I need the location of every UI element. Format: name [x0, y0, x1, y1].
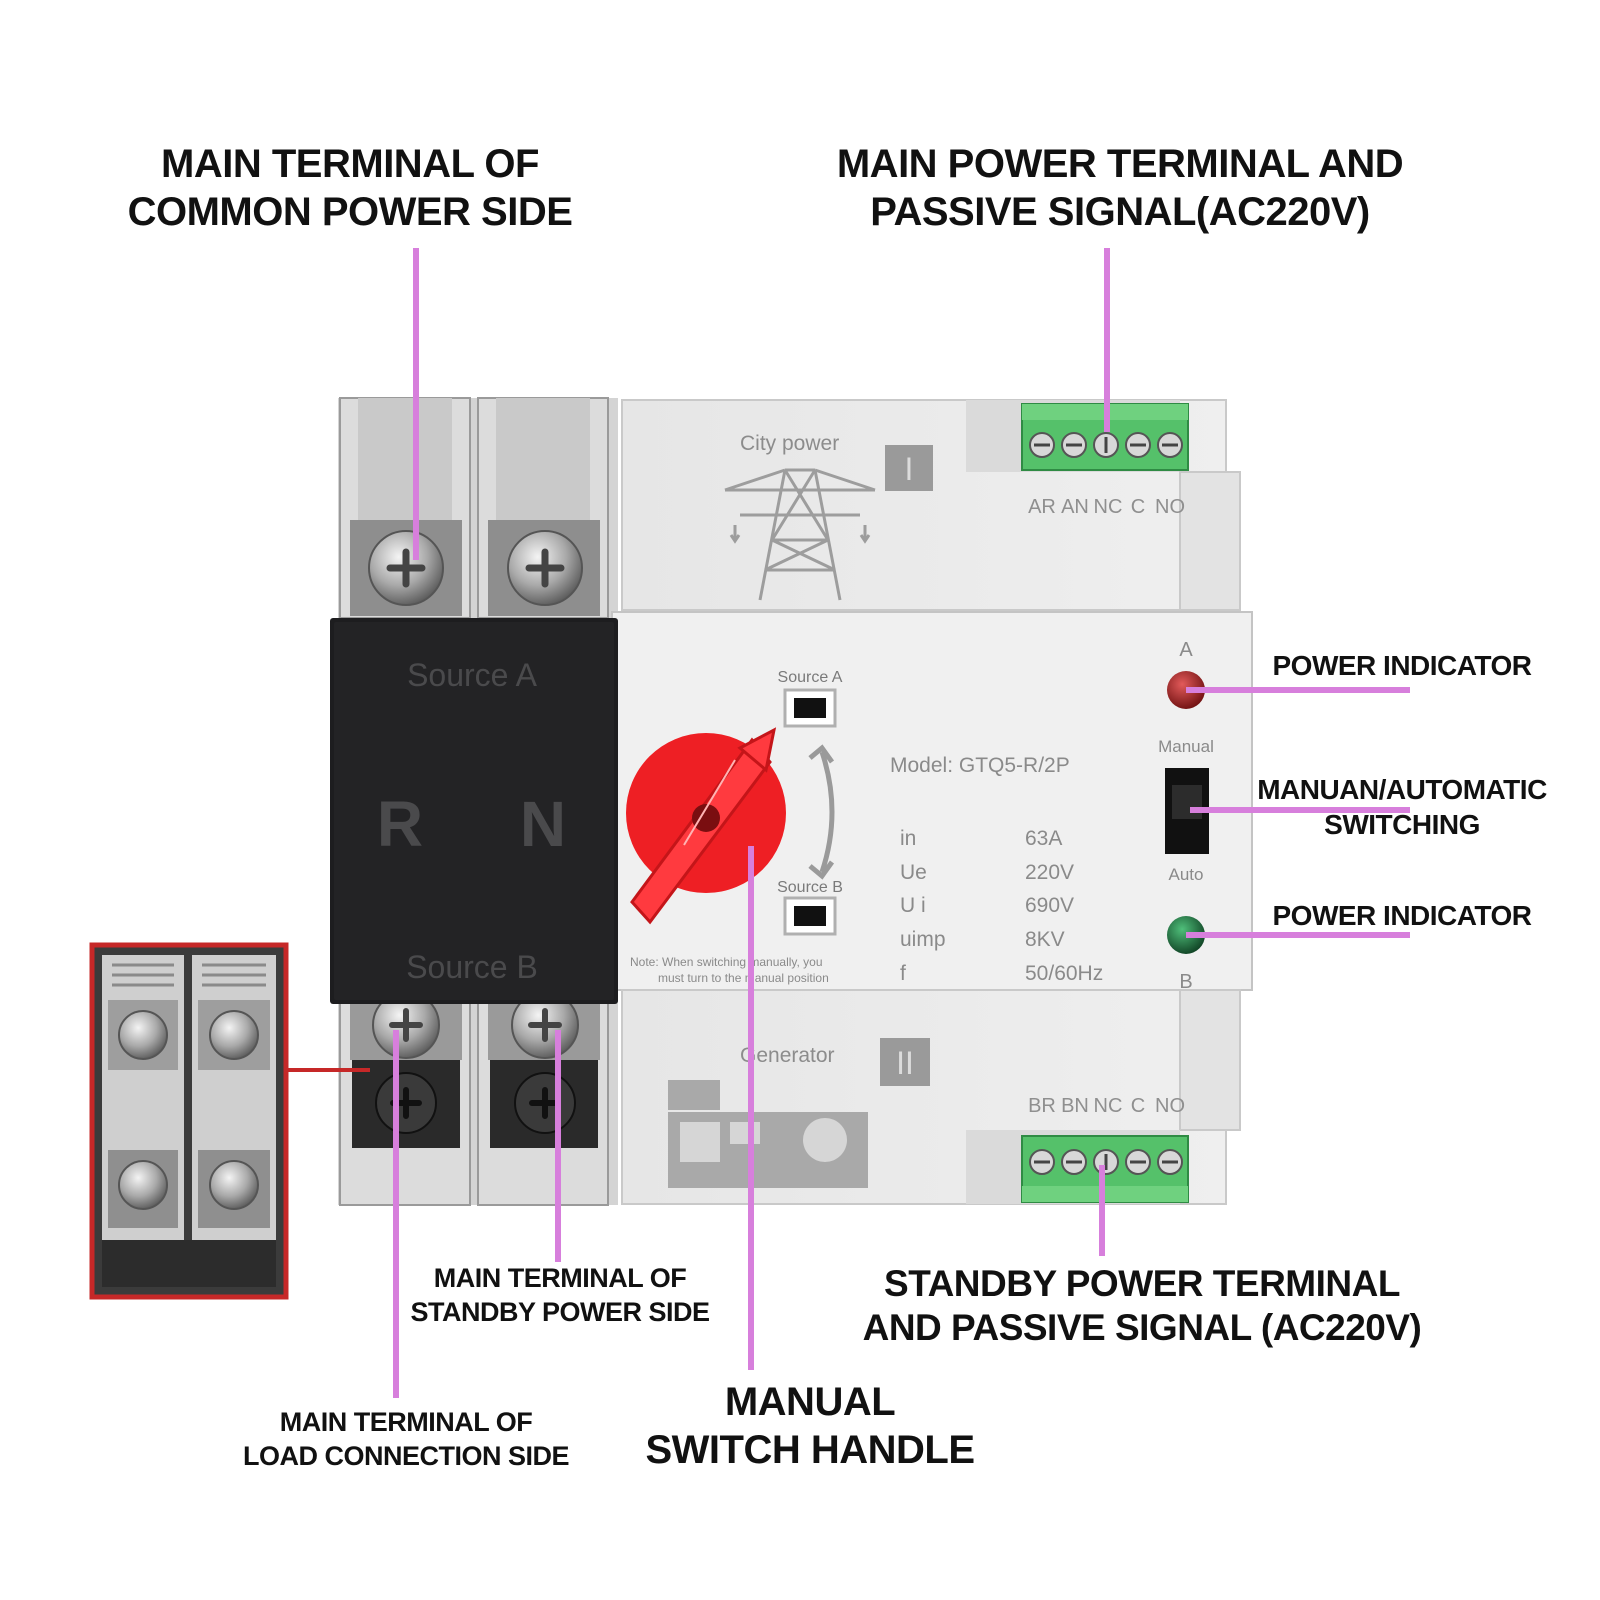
- window-source-b: [783, 896, 837, 936]
- spec-label-in: in: [900, 827, 916, 850]
- callout-main-power-line2: PASSIVE SIGNAL(AC220V): [870, 190, 1370, 234]
- leader-lines: [393, 248, 1410, 1398]
- bottom-terminal-br: BR: [1028, 1095, 1056, 1117]
- spec-value-ui: 690V: [1025, 894, 1074, 917]
- bottom-terminal-c: C: [1131, 1095, 1145, 1117]
- model-label: Model: GTQ5-R/2P: [890, 754, 1070, 777]
- spec-value-ue: 220V: [1025, 861, 1074, 884]
- callout-load-side-line1: MAIN TERMINAL OF: [279, 1407, 533, 1437]
- bottom-terminal-nc: NC: [1094, 1095, 1123, 1117]
- cover-source-b: Source B: [406, 949, 538, 985]
- top-right-screw: [507, 530, 583, 606]
- top-terminal-nc: NC: [1094, 496, 1123, 518]
- indicator-a-label: A: [1179, 639, 1193, 661]
- top-green-terminal: [1021, 403, 1189, 471]
- manual-switch-handle[interactable]: [626, 727, 786, 925]
- spec-label-f: f: [900, 962, 906, 985]
- top-terminal-no: NO: [1155, 496, 1185, 518]
- callout-power-indicator-a: POWER INDICATOR: [1262, 648, 1542, 683]
- callout-manual-switch-handle: MANUAL SWITCH HANDLE: [620, 1378, 1000, 1474]
- callout-handle-line2: SWITCH HANDLE: [645, 1428, 975, 1472]
- callout-common-power-side: MAIN TERMINAL OF COMMON POWER SIDE: [110, 140, 590, 236]
- manual-label: Manual: [1158, 737, 1214, 756]
- spec-value-in: 63A: [1025, 827, 1062, 850]
- roman-one-label: I: [905, 451, 914, 487]
- spec-label-ue: Ue: [900, 861, 927, 884]
- callout-switching: MANUAN/AUTOMATIC SWITCHING: [1248, 772, 1556, 842]
- top-terminal-c: C: [1131, 496, 1145, 518]
- callout-standby-power-line1: STANDBY POWER TERMINAL: [884, 1263, 1400, 1304]
- callout-standby-power-line2: AND PASSIVE SIGNAL (AC220V): [862, 1307, 1422, 1349]
- callout-switching-line1: MANUAN/AUTOMATIC: [1257, 774, 1547, 805]
- bottom-terminal-bn: BN: [1061, 1095, 1089, 1117]
- rotation-arrow-icon: [808, 744, 835, 880]
- top-terminal-ar: AR: [1028, 496, 1056, 518]
- window-source-a-label: Source A: [778, 669, 843, 686]
- indicator-b-label: B: [1179, 971, 1192, 993]
- spec-value-f: 50/60Hz: [1025, 962, 1103, 985]
- callout-main-power-terminal: MAIN POWER TERMINAL AND PASSIVE SIGNAL(A…: [820, 140, 1420, 236]
- top-terminal-block: [338, 397, 618, 619]
- callout-standby-side-line1: MAIN TERMINAL OF: [433, 1263, 687, 1293]
- callout-power-indicator-a-text: POWER INDICATOR: [1272, 650, 1532, 681]
- bottom-terminal-no: NO: [1155, 1095, 1185, 1117]
- roman-two-label: II: [896, 1045, 914, 1081]
- top-left-screw: [368, 530, 444, 606]
- callout-common-power-line1: MAIN TERMINAL OF: [161, 142, 539, 186]
- note-line-1: Note: When switching manually, you: [630, 955, 823, 969]
- callout-power-indicator-b: POWER INDICATOR: [1262, 898, 1542, 933]
- cover-n: N: [520, 788, 566, 860]
- callout-load-connection-side: MAIN TERMINAL OF LOAD CONNECTION SIDE: [236, 1406, 576, 1474]
- roman-one-badge: [885, 445, 933, 491]
- note-line-2: must turn to the manual position: [658, 971, 829, 985]
- cover-r: R: [377, 788, 423, 860]
- window-source-b-label: Source B: [777, 879, 843, 896]
- terminal-detail-inset: [89, 942, 289, 1300]
- callout-load-side-line2: LOAD CONNECTION SIDE: [242, 1440, 570, 1471]
- top-terminal-an: AN: [1061, 496, 1089, 518]
- callout-main-power-line1: MAIN POWER TERMINAL AND: [836, 142, 1404, 186]
- roman-two-badge: [880, 1038, 930, 1086]
- black-cover: [330, 618, 618, 1004]
- callout-standby-power-side: MAIN TERMINAL OF STANDBY POWER SIDE: [400, 1262, 720, 1330]
- spec-value-uimp: 8KV: [1025, 928, 1065, 951]
- cover-source-a: Source A: [407, 657, 538, 693]
- spec-label-uimp: uimp: [900, 928, 946, 951]
- auto-label: Auto: [1169, 865, 1204, 884]
- callout-standby-side-line2: STANDBY POWER SIDE: [410, 1296, 710, 1327]
- callout-handle-line1: MANUAL: [724, 1380, 896, 1424]
- callout-common-power-line2: COMMON POWER SIDE: [127, 190, 573, 234]
- callout-switching-line2: SWITCHING: [1324, 809, 1480, 840]
- callout-power-indicator-b-text: POWER INDICATOR: [1272, 900, 1532, 931]
- generator-label: Generator: [740, 1044, 835, 1067]
- city-power-label: City power: [740, 432, 839, 455]
- bottom-left-screw: [372, 991, 440, 1134]
- power-pylon-icon: [724, 468, 876, 601]
- spec-label-ui: U i: [900, 894, 926, 917]
- callout-standby-power-terminal: STANDBY POWER TERMINAL AND PASSIVE SIGNA…: [862, 1262, 1422, 1351]
